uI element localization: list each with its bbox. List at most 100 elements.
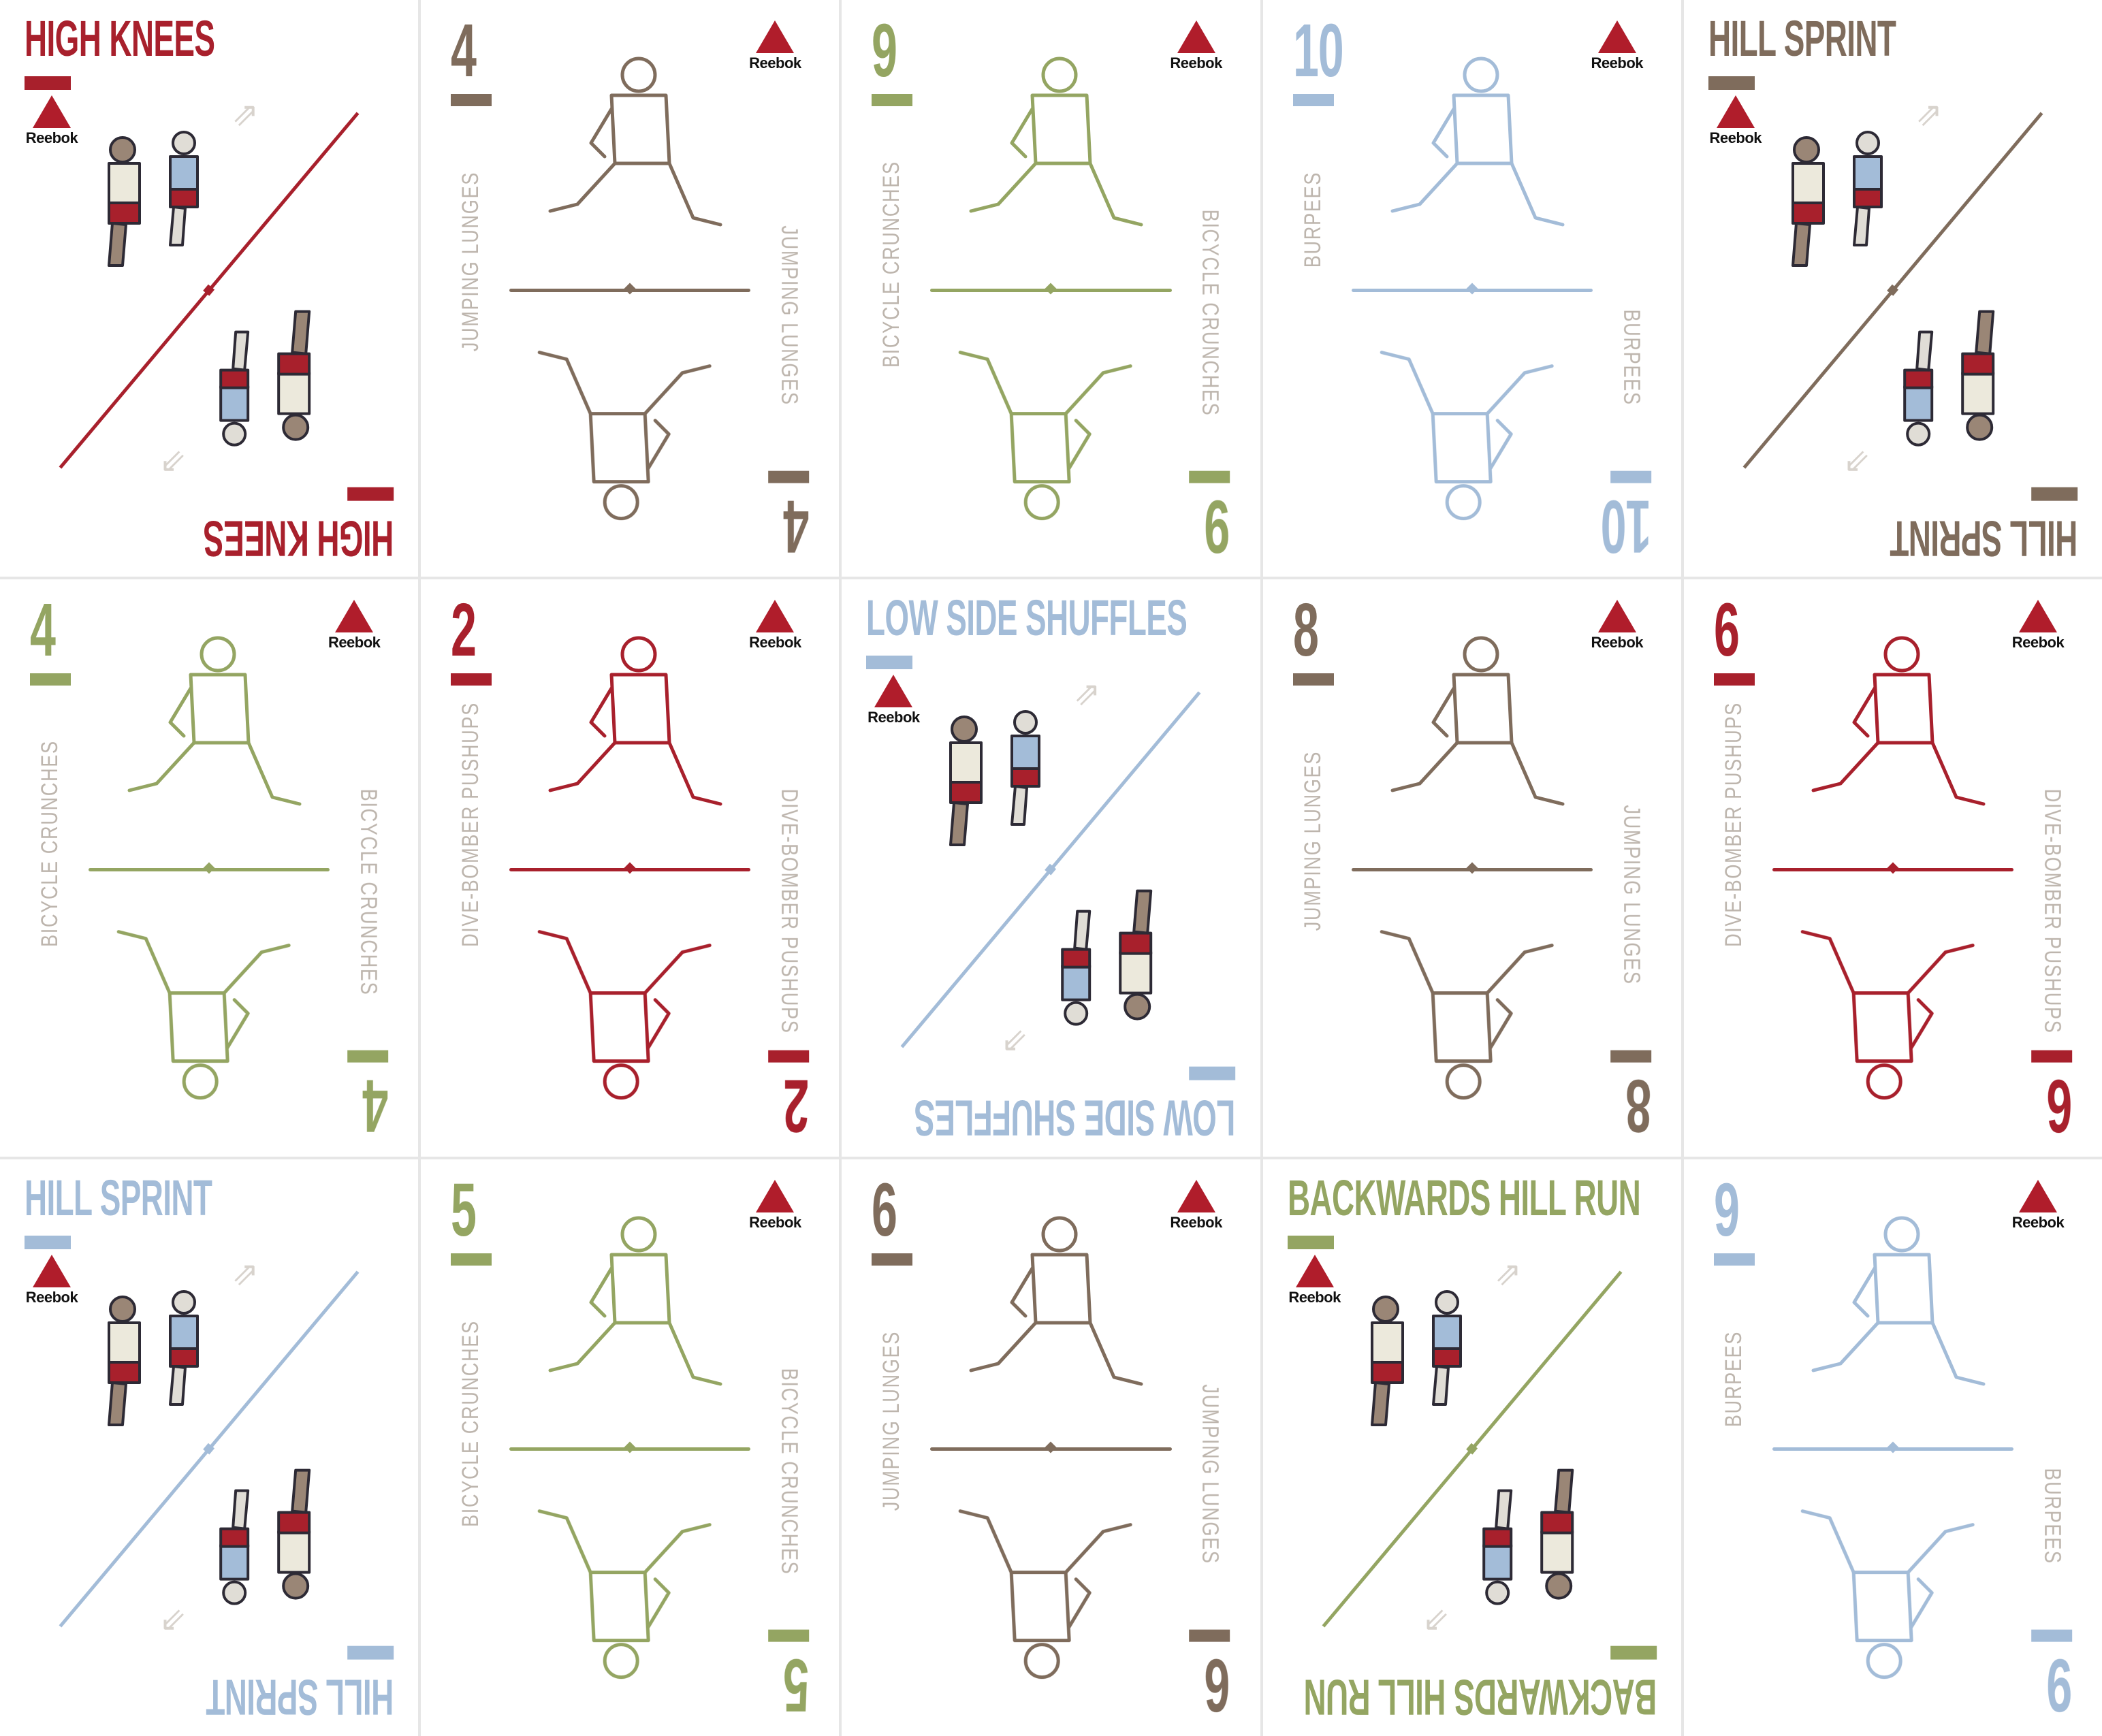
exercise-card-7[interactable]: 2 DIVE-BOMBER PUSHUPS Reebok 2 DIVE-BOMB…	[421, 579, 840, 1157]
delta-triangle-icon	[756, 1179, 795, 1212]
rep-count: 4	[451, 9, 477, 93]
accent-bar	[347, 487, 394, 501]
title-card-11[interactable]: HILL SPRINT Reebok ⇗ HILL SPRINT ⇗	[0, 1159, 419, 1736]
rep-count: 9	[1205, 484, 1230, 568]
card-top-half: 8 JUMPING LUNGES Reebok	[1263, 579, 1681, 931]
reebok-logo-icon: Reebok	[19, 1254, 84, 1309]
rep-count: 8	[1292, 588, 1319, 673]
brand-word: Reebok	[867, 709, 920, 726]
card-top-half: HILL SPRINT Reebok ⇗	[1684, 0, 2102, 289]
card-title: BACKWARDS HILL RUN	[1287, 1169, 1641, 1226]
card-top-half: 4 JUMPING LUNGES Reebok	[421, 0, 839, 351]
card-title: HIGH KNEES	[25, 10, 215, 67]
exercise-figure-icon	[548, 57, 722, 227]
brand-word: Reebok	[2011, 1213, 2065, 1231]
reebok-logo-icon: Reebok	[2005, 600, 2071, 654]
accent-bar	[1189, 1066, 1236, 1080]
accent-bar	[872, 1253, 913, 1266]
brand-word: Reebok	[1288, 1288, 1341, 1306]
rep-count: 6	[2047, 1063, 2072, 1148]
exercise-card-13[interactable]: 6 JUMPING LUNGES Reebok 6 JUMPING LUNGES	[842, 1159, 1260, 1736]
rep-count: 4	[363, 1063, 389, 1148]
exercise-card-15[interactable]: 9 BURPEES Reebok 9 BURPEES	[1683, 1159, 2102, 1736]
direction-arrows-icon: ⇗	[159, 1603, 187, 1639]
card-title: LOW SIDE SHUFFLES	[914, 1089, 1236, 1146]
card-top-half: HIGH KNEES Reebok ⇗	[0, 0, 418, 289]
card-title: HILL SPRINT	[1890, 510, 2077, 567]
accent-bar	[1610, 470, 1651, 483]
accent-bar	[451, 1253, 492, 1266]
card-bottom-half: 6 DIVE-BOMBER PUSHUPS	[1684, 789, 2102, 1157]
exercise-figure-icon	[959, 350, 1133, 520]
exercise-label: BICYCLE CRUNCHES	[1197, 209, 1224, 417]
accent-bar	[1189, 1629, 1230, 1642]
runners-illustration-icon	[1061, 889, 1153, 1026]
exercise-label: JUMPING LUNGES	[776, 225, 803, 406]
exercise-figure-icon	[537, 350, 712, 520]
accent-bar	[1610, 1050, 1651, 1063]
rep-count: 4	[784, 484, 810, 568]
card-bottom-half: 5 BICYCLE CRUNCHES	[421, 1368, 839, 1736]
card-title: LOW SIDE SHUFFLES	[866, 590, 1188, 647]
exercise-figure-icon	[1380, 930, 1554, 1100]
exercise-figure-icon	[1811, 636, 1986, 806]
center-divider	[930, 1441, 1172, 1453]
runners-illustration-icon	[219, 310, 311, 447]
rep-count: 6	[1205, 1643, 1230, 1727]
exercise-card-3[interactable]: 9 BICYCLE CRUNCHES Reebok 9 BICYCLE CRUN…	[842, 0, 1260, 577]
exercise-figure-icon	[537, 930, 712, 1100]
card-title: HIGH KNEES	[203, 510, 394, 567]
delta-triangle-icon	[2019, 1179, 2057, 1212]
brand-word: Reebok	[1709, 129, 1762, 146]
exercise-card-10[interactable]: 6 DIVE-BOMBER PUSHUPS Reebok 6 DIVE-BOMB…	[1683, 579, 2102, 1157]
runners-illustration-icon	[1903, 310, 1994, 447]
rep-count: 10	[1601, 484, 1651, 568]
delta-triangle-icon	[1716, 95, 1755, 128]
exercise-label: BURPEES	[1618, 309, 1644, 406]
runners-illustration-icon	[1370, 1289, 1462, 1426]
exercise-card-4[interactable]: 10 BURPEES Reebok 10 BURPEES	[1262, 0, 1681, 577]
exercise-figure-icon	[1811, 1216, 1986, 1386]
exercise-card-12[interactable]: 5 BICYCLE CRUNCHES Reebok 5 BICYCLE CRUN…	[421, 1159, 840, 1736]
accent-bar	[30, 673, 71, 686]
rep-count: 10	[1292, 9, 1344, 93]
delta-triangle-icon	[1597, 600, 1636, 633]
accent-bar	[1189, 470, 1230, 483]
title-card-14[interactable]: BACKWARDS HILL RUN Reebok ⇗ BACKWARDS HI…	[1262, 1159, 1681, 1736]
exercise-card-2[interactable]: 4 JUMPING LUNGES Reebok 4 JUMPING LUNGES	[421, 0, 840, 577]
title-card-8[interactable]: LOW SIDE SHUFFLES Reebok ⇗ LOW SIDE SHUF…	[842, 579, 1260, 1157]
center-divider	[89, 862, 330, 874]
exercise-figure-icon	[1380, 350, 1554, 520]
exercise-figure-icon	[116, 930, 291, 1100]
card-title: HILL SPRINT	[206, 1669, 394, 1726]
reebok-logo-icon: Reebok	[742, 600, 808, 654]
accent-bar	[347, 1645, 394, 1660]
brand-word: Reebok	[2011, 634, 2065, 652]
brand-word: Reebok	[749, 634, 801, 652]
delta-triangle-icon	[1295, 1254, 1334, 1287]
rep-count: 9	[872, 9, 897, 93]
accent-bar	[768, 470, 810, 483]
center-divider	[1772, 1441, 2013, 1453]
card-top-half: 9 BICYCLE CRUNCHES Reebok	[842, 0, 1260, 368]
brand-word: Reebok	[25, 129, 78, 146]
title-card-5[interactable]: HILL SPRINT Reebok ⇗ HILL SPRINT ⇗	[1683, 0, 2102, 577]
delta-triangle-icon	[335, 600, 374, 633]
card-top-half: 6 DIVE-BOMBER PUSHUPS Reebok	[1684, 579, 2102, 947]
card-bottom-half: LOW SIDE SHUFFLES ⇗	[842, 868, 1260, 1157]
reebok-logo-icon: Reebok	[19, 95, 84, 150]
card-title: HILL SPRINT	[1708, 10, 1896, 67]
card-bottom-half: BACKWARDS HILL RUN ⇗	[1263, 1447, 1681, 1736]
center-divider	[1772, 862, 2013, 874]
rep-count: 6	[872, 1168, 897, 1252]
title-card-1[interactable]: HIGH KNEES Reebok ⇗ HIGH KNEES ⇗	[0, 0, 419, 577]
card-top-half: 9 BURPEES Reebok	[1684, 1159, 2102, 1448]
exercise-card-9[interactable]: 8 JUMPING LUNGES Reebok 8 JUMPING LUNGES	[1262, 579, 1681, 1157]
delta-triangle-icon	[756, 600, 795, 633]
delta-triangle-icon	[2019, 600, 2057, 633]
delta-triangle-icon	[1177, 20, 1215, 53]
accent-bar	[1713, 1253, 1755, 1266]
card-bottom-half: 6 JUMPING LUNGES	[842, 1385, 1260, 1736]
exercise-card-6[interactable]: 4 BICYCLE CRUNCHES Reebok 4 BICYCLE CRUN…	[0, 579, 419, 1157]
exercise-figure-icon	[1390, 57, 1565, 227]
